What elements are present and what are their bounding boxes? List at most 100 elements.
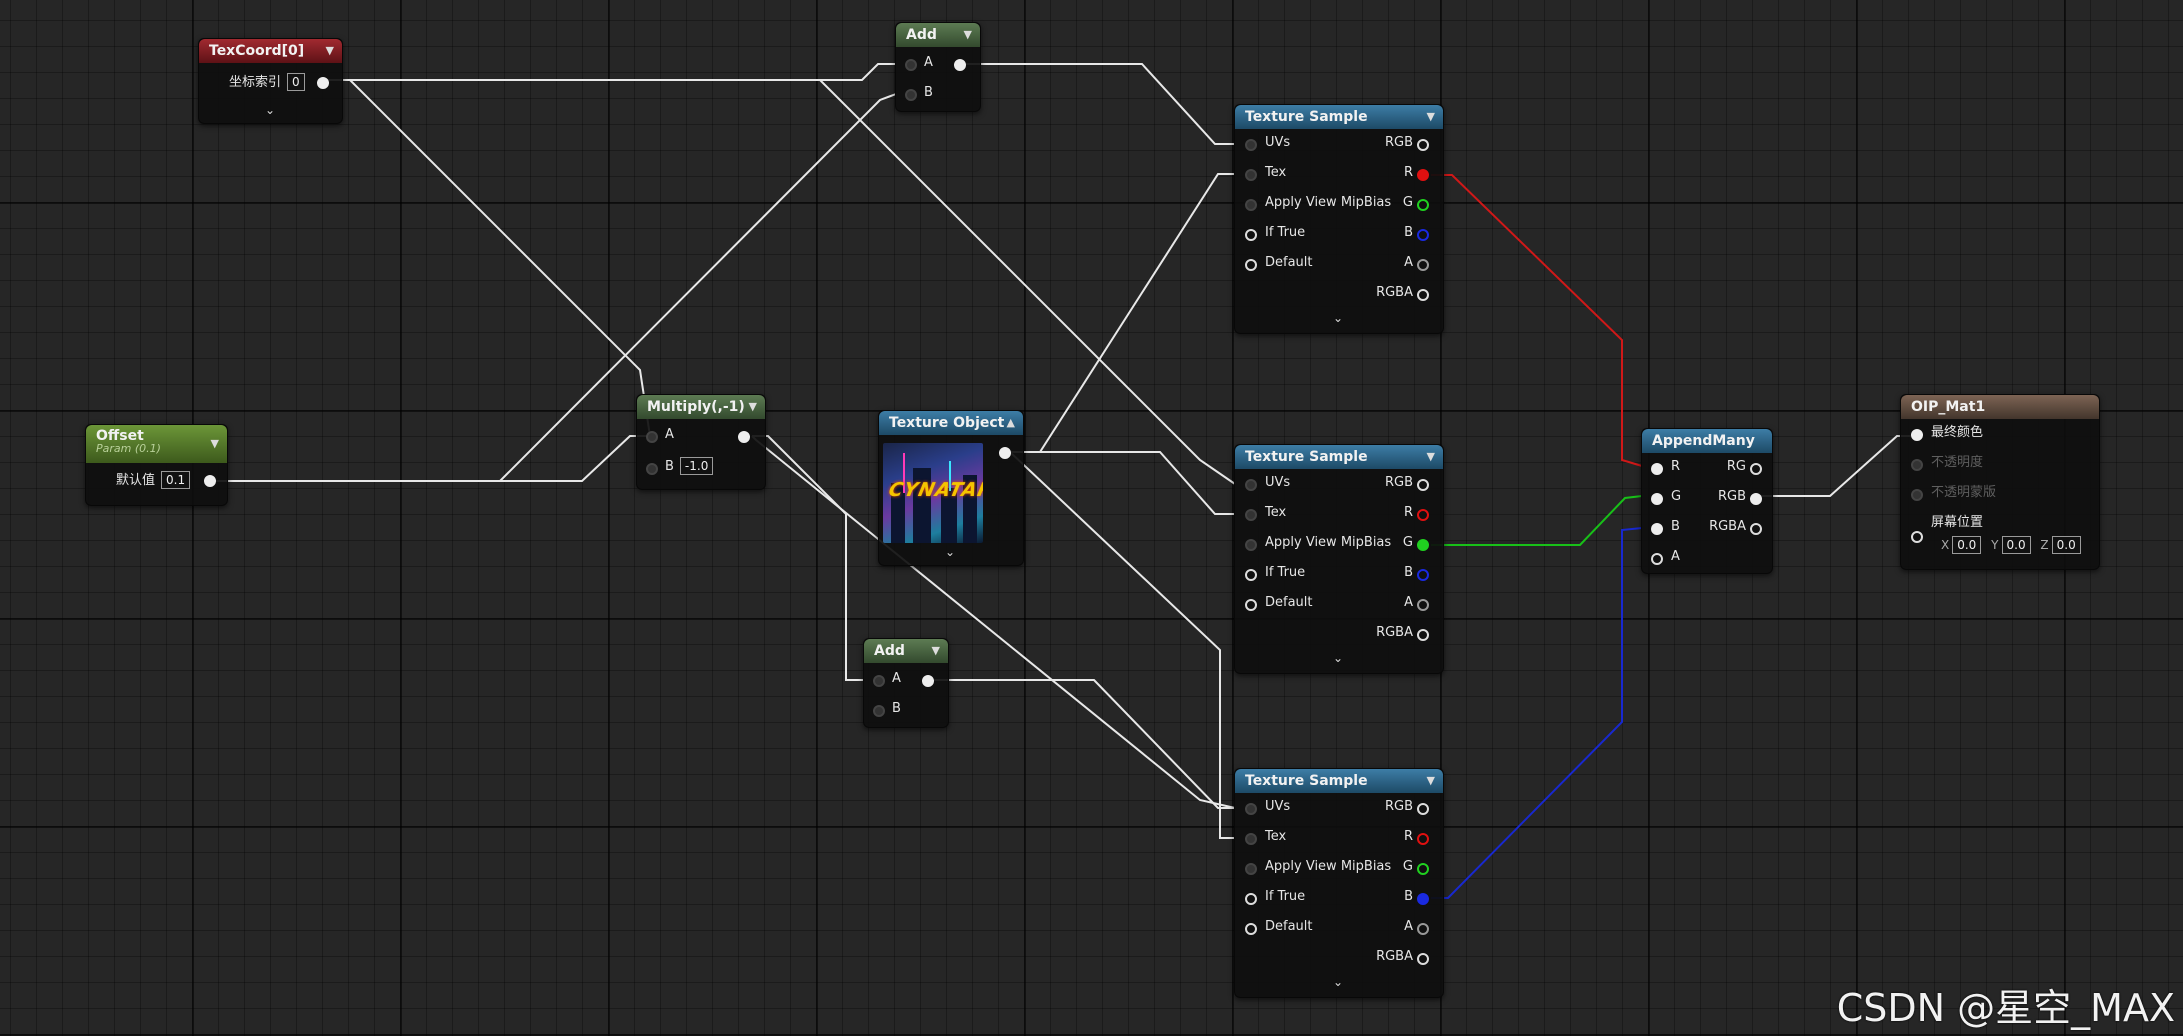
ts1-mipbias-pin[interactable]: [1245, 199, 1257, 211]
multiply-header[interactable]: Multiply(,-1) ▼: [637, 395, 765, 419]
add-node-top[interactable]: Add ▼ A B: [895, 22, 981, 112]
offset-default-input[interactable]: 0.1: [161, 471, 191, 489]
ts3-iftrue-pin[interactable]: [1245, 893, 1257, 905]
add-bottom-header[interactable]: Add ▼: [864, 639, 948, 663]
ts2-a-pin[interactable]: [1417, 599, 1429, 611]
ts3-default-pin[interactable]: [1245, 923, 1257, 935]
chevron-down-icon[interactable]: ▼: [963, 28, 972, 41]
ts3-b-pin[interactable]: [1417, 893, 1429, 905]
add-bottom-pin-a[interactable]: [873, 675, 885, 687]
coordinate-index-input[interactable]: 0: [287, 73, 305, 91]
chevron-down-icon[interactable]: ▼: [210, 437, 219, 450]
add-bottom-output-pin[interactable]: [922, 675, 934, 687]
ts3-uvs-pin[interactable]: [1245, 803, 1257, 815]
ts3-rgb-pin[interactable]: [1417, 803, 1429, 815]
add-top-output-pin[interactable]: [954, 59, 966, 71]
append-b-pin[interactable]: [1651, 523, 1663, 535]
texture-sample-node-2[interactable]: Texture Sample ▼ UVs Tex Apply View MipB…: [1234, 444, 1444, 674]
ts2-r-pin[interactable]: [1417, 509, 1429, 521]
ts1-iftrue-pin[interactable]: [1245, 229, 1257, 241]
append-g-pin[interactable]: [1651, 493, 1663, 505]
ts1-a-pin[interactable]: [1417, 259, 1429, 271]
ts2-mipbias-pin[interactable]: [1245, 539, 1257, 551]
ts2-b-pin[interactable]: [1417, 569, 1429, 581]
texture-sample-1-header[interactable]: Texture Sample ▼: [1235, 105, 1443, 129]
multiply-b-input[interactable]: -1.0: [679, 457, 714, 475]
chevron-down-icon[interactable]: ▼: [325, 44, 334, 57]
ts2-default-pin[interactable]: [1245, 599, 1257, 611]
append-rgb-pin[interactable]: [1750, 493, 1762, 505]
ts1-r-pin[interactable]: [1417, 169, 1429, 181]
screen-x-input[interactable]: 0.0: [1952, 536, 1982, 554]
chevron-down-icon[interactable]: ⌄: [265, 103, 276, 117]
multiply-output-pin[interactable]: [738, 431, 750, 443]
ts3-tex-pin[interactable]: [1245, 833, 1257, 845]
ts3-a-pin[interactable]: [1417, 923, 1429, 935]
chevron-down-icon[interactable]: ⌄: [1333, 975, 1344, 989]
multiply-pin-b[interactable]: [646, 463, 658, 475]
append-rg-pin[interactable]: [1750, 463, 1762, 475]
ts3-g-pin[interactable]: [1417, 863, 1429, 875]
ts2-uvs-pin[interactable]: [1245, 479, 1257, 491]
append-a-pin[interactable]: [1651, 553, 1663, 565]
offset-header[interactable]: Offset Param (0.1) ▼: [86, 425, 227, 463]
ts1-rgba-pin[interactable]: [1417, 289, 1429, 301]
screen-position-pin[interactable]: [1911, 531, 1923, 543]
final-color-pin[interactable]: [1911, 429, 1923, 441]
opacity-mask-pin[interactable]: [1911, 489, 1923, 501]
chevron-down-icon[interactable]: ⌄: [1333, 311, 1344, 325]
ts2-rgba-pin[interactable]: [1417, 629, 1429, 641]
ts1-uvs-pin[interactable]: [1245, 139, 1257, 151]
ts3-mipbias-pin[interactable]: [1245, 863, 1257, 875]
ts1-rgb-pin[interactable]: [1417, 139, 1429, 151]
append-many-node[interactable]: AppendMany R G B A RG RGB RGBA: [1641, 428, 1773, 574]
chevron-down-icon[interactable]: ▼: [931, 644, 940, 657]
ts3-r-pin[interactable]: [1417, 833, 1429, 845]
wire-texcoord-to-multiply-a: [326, 79, 651, 437]
ts2-g-pin[interactable]: [1417, 539, 1429, 551]
chevron-down-icon[interactable]: ⌄: [945, 545, 956, 559]
texcoord-output-pin[interactable]: [317, 77, 329, 89]
ts1-b-pin[interactable]: [1417, 229, 1429, 241]
texture-object-output-pin[interactable]: [999, 447, 1011, 459]
multiply-pin-a[interactable]: [646, 431, 658, 443]
append-r-pin[interactable]: [1651, 463, 1663, 475]
screen-z-input[interactable]: 0.0: [2051, 536, 2081, 554]
texture-object-header[interactable]: Texture Object ▲: [879, 411, 1023, 435]
add-node-bottom[interactable]: Add ▼ A B: [863, 638, 949, 728]
texture-object-node[interactable]: Texture Object ▲ CYNATAR ⌄: [878, 410, 1024, 566]
texture-sample-node-1[interactable]: Texture Sample ▼ UVs Tex Apply View MipB…: [1234, 104, 1444, 334]
chevron-down-icon[interactable]: ▼: [1426, 110, 1435, 123]
chevron-down-icon[interactable]: ▼: [748, 400, 757, 413]
ts2-iftrue-pin[interactable]: [1245, 569, 1257, 581]
opacity-pin[interactable]: [1911, 459, 1923, 471]
ts3-rgba-pin[interactable]: [1417, 953, 1429, 965]
texture-sample-3-header[interactable]: Texture Sample ▼: [1235, 769, 1443, 793]
append-many-header[interactable]: AppendMany: [1642, 429, 1772, 453]
chevron-up-icon[interactable]: ▲: [1006, 416, 1015, 429]
add-top-pin-b[interactable]: [905, 89, 917, 101]
chevron-down-icon[interactable]: ⌄: [1333, 651, 1344, 665]
add-top-pin-a[interactable]: [905, 59, 917, 71]
ts2-tex-pin[interactable]: [1245, 509, 1257, 521]
add-top-header[interactable]: Add ▼: [896, 23, 980, 47]
texcoord-header[interactable]: TexCoord[0] ▼: [199, 39, 342, 63]
ts1-default-pin[interactable]: [1245, 259, 1257, 271]
ts1-g-pin[interactable]: [1417, 199, 1429, 211]
multiply-node[interactable]: Multiply(,-1) ▼ A B-1.0: [636, 394, 766, 490]
append-rgba-pin[interactable]: [1750, 523, 1762, 535]
chevron-down-icon[interactable]: ▼: [1426, 774, 1435, 787]
material-header[interactable]: OIP_Mat1: [1901, 395, 2099, 419]
chevron-down-icon[interactable]: ▼: [1426, 450, 1435, 463]
offset-output-pin[interactable]: [204, 475, 216, 487]
texture-sample-node-3[interactable]: Texture Sample ▼ UVs Tex Apply View MipB…: [1234, 768, 1444, 998]
screen-y-input[interactable]: 0.0: [2001, 536, 2031, 554]
ts1-tex-pin[interactable]: [1245, 169, 1257, 181]
add-bottom-pin-b[interactable]: [873, 705, 885, 717]
ts2-rgb-pin[interactable]: [1417, 479, 1429, 491]
texture-sample-2-header[interactable]: Texture Sample ▼: [1235, 445, 1443, 469]
